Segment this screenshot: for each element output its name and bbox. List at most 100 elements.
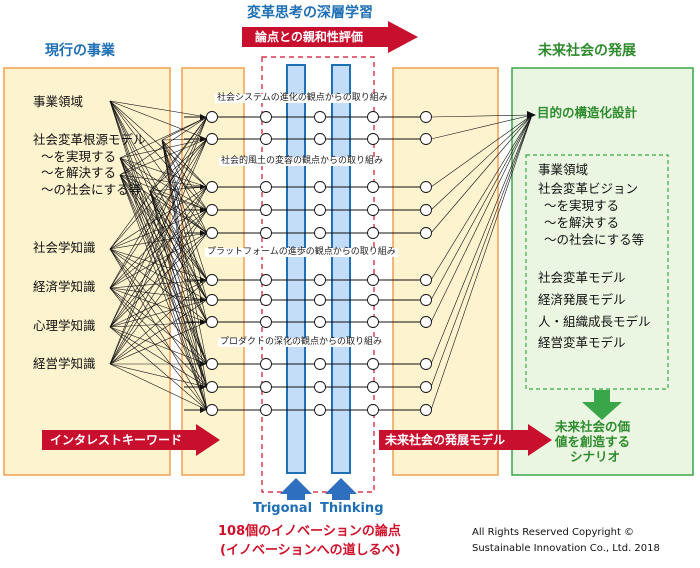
green-down-arrow (582, 390, 622, 420)
fan-in-line (109, 279, 208, 328)
fan-in-line (109, 363, 208, 388)
node-circle (367, 111, 379, 123)
node-circle (367, 133, 379, 145)
node-circle (206, 381, 218, 393)
fan-in-line (109, 138, 208, 365)
right-item-management-model: 経営変革モデル (538, 335, 626, 350)
fan-in-line (109, 209, 208, 328)
fan-in-line (109, 287, 208, 323)
fan-in-line (109, 116, 208, 328)
row-arrowhead (200, 230, 206, 236)
node-circle (206, 294, 218, 306)
node-circle (260, 381, 272, 393)
fan-out-arrowhead (527, 111, 536, 119)
fan-out-line (430, 114, 533, 323)
copyright-line-2: Sustainable Innovation Co., Ltd. 2018 (472, 543, 660, 554)
fan-in-line (149, 116, 208, 192)
top-arrow-label: 論点との親和性評価 (255, 30, 363, 44)
fan-in-line (119, 174, 208, 234)
fan-in-line (109, 100, 208, 118)
top-evaluation-arrow (242, 21, 418, 53)
copyright-line-1: All Rights Reserved Copyright © (472, 527, 635, 538)
node-circle (314, 181, 326, 193)
fan-in-line (109, 100, 208, 234)
right-bottom-line-2: 値を創造する (555, 434, 631, 449)
fan-in-line (109, 287, 208, 365)
node-circle (260, 227, 272, 239)
right-item-society: ～の社会にする等 (544, 232, 645, 247)
fan-in-line (119, 174, 208, 365)
thinking-word: Thinking (320, 501, 384, 516)
fan-in-line (149, 190, 208, 388)
row-arrowhead (200, 207, 206, 213)
node-circle (420, 404, 432, 416)
fan-in-line (109, 248, 208, 365)
node-circle (367, 181, 379, 193)
node-circle (260, 111, 272, 123)
fan-out-line (430, 114, 533, 365)
fan-in-line (109, 287, 208, 411)
node-circle (420, 316, 432, 328)
node-circle (314, 358, 326, 370)
fan-in-line (149, 190, 208, 211)
node-circle (420, 111, 432, 123)
fan-in-line (161, 139, 208, 365)
section-label-social-climate: 社会的風土の変容の観点からの取り組み (219, 156, 386, 166)
left-item-management: 経営学知識 (33, 356, 96, 371)
node-circle (420, 133, 432, 145)
fan-in-line (109, 100, 208, 188)
fan-in-line (109, 100, 208, 411)
left-item-realize: ～を実現する (41, 149, 117, 164)
fan-in-line (161, 139, 208, 188)
right-item-solve: ～を解決する (544, 215, 620, 230)
fan-in-line (149, 190, 208, 234)
left-item-psychology: 心理学知識 (33, 318, 96, 333)
diagram-title: 変革思考の深層学習 (247, 5, 373, 21)
node-circle (420, 227, 432, 239)
fan-in-line (109, 321, 208, 365)
node-circle (260, 358, 272, 370)
fan-in-line (161, 139, 208, 323)
fan-in-line (109, 279, 208, 289)
right-item-social-model: 社会変革モデル (538, 270, 626, 285)
node-circle (206, 316, 218, 328)
node-circle (314, 227, 326, 239)
fan-out-line (430, 114, 533, 118)
node-circle (367, 381, 379, 393)
fan-in-line (109, 116, 208, 289)
fan-in-line (109, 287, 208, 388)
blue-up-arrow-right (325, 478, 357, 500)
fan-in-line (149, 138, 208, 192)
row-arrowhead (200, 297, 206, 303)
fan-out-line (430, 114, 533, 281)
fan-in-line (109, 326, 208, 365)
right-inner-dashed-box (525, 154, 669, 390)
left-item-society: ～の社会にする等 (41, 182, 142, 197)
fan-in-line (109, 299, 208, 365)
left-item-business-domain: 事業領域 (33, 94, 84, 109)
node-circle (206, 133, 218, 145)
fan-out-line (430, 114, 533, 234)
node-circle (367, 316, 379, 328)
fan-in-line (119, 174, 208, 411)
fan-out-line (430, 114, 533, 388)
blue-up-arrow-left (280, 478, 312, 500)
node-circle (420, 294, 432, 306)
fan-out-line (430, 114, 533, 211)
fan-in-line (109, 279, 208, 365)
fan-in-line (109, 138, 208, 328)
fan-in-line (109, 248, 208, 281)
fan-in-line (149, 190, 208, 281)
left-item-social-model: 社会変革根源モデル (33, 132, 146, 147)
blue-bar-left (286, 64, 306, 474)
fan-in-line (119, 174, 208, 211)
node-circle (420, 274, 432, 286)
node-circle (420, 358, 432, 370)
fan-in-line (119, 157, 208, 281)
left-header: 現行の事業 (45, 43, 115, 59)
node-circle (260, 204, 272, 216)
fan-in-line (109, 138, 208, 289)
node-rows (184, 111, 432, 416)
node-circle (314, 133, 326, 145)
row-arrowhead (200, 407, 206, 413)
